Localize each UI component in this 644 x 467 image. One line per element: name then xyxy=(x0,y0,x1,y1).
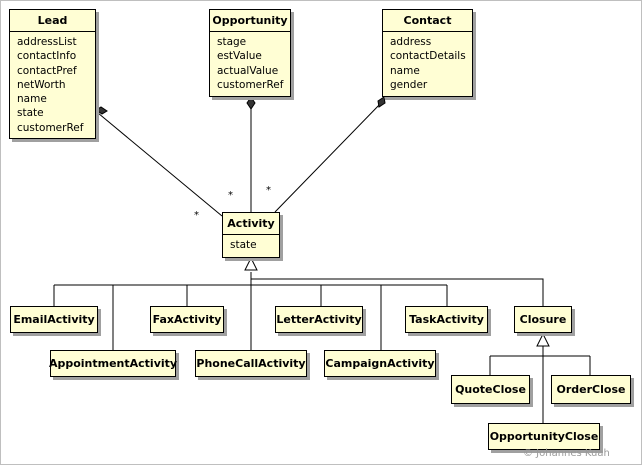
class-quote-close: QuoteClose xyxy=(451,375,530,404)
lead-composition-diamond xyxy=(95,106,108,115)
class-activity-attributes: state xyxy=(223,234,279,254)
class-name: AppointmentActivity xyxy=(48,356,178,370)
attribute: address xyxy=(390,36,432,48)
attribute: gender xyxy=(390,78,428,91)
attribute: estValue xyxy=(217,50,262,63)
class-lead: Lead addressList contactInfo contactPref… xyxy=(9,9,96,139)
copyright-watermark: © Johannes Kuah xyxy=(523,448,610,459)
class-opportunity-close: OpportunityClose xyxy=(488,423,600,450)
class-opportunity-attributes: stage estValue actualValue customerRef xyxy=(210,31,290,94)
attribute: addressList xyxy=(17,36,77,48)
association-contact-activity xyxy=(274,100,384,213)
class-name: FaxActivity xyxy=(152,312,222,326)
attribute: actualValue xyxy=(217,64,279,77)
attribute: name xyxy=(17,93,47,106)
association-lead-activity xyxy=(97,112,223,217)
class-name: EmailActivity xyxy=(13,312,95,326)
attribute: customerRef xyxy=(217,78,284,91)
class-campaign-activity: CampaignActivity xyxy=(324,350,436,377)
attribute: state xyxy=(230,239,257,251)
class-activity-name: Activity xyxy=(227,217,275,230)
multiplicity-lead: * xyxy=(194,210,199,221)
class-name: QuoteClose xyxy=(455,382,526,396)
attribute: netWorth xyxy=(17,78,66,91)
activity-inheritance-arrow xyxy=(244,256,258,271)
class-contact-name: Contact xyxy=(403,14,452,27)
attribute: state xyxy=(17,107,44,120)
class-opportunity: Opportunity stage estValue actualValue c… xyxy=(209,9,291,97)
class-name: PhoneCallActivity xyxy=(196,356,306,370)
class-opportunity-name: Opportunity xyxy=(212,14,288,27)
attribute: contactPref xyxy=(17,64,77,77)
class-email-activity: EmailActivity xyxy=(10,306,98,333)
contact-composition-diamond xyxy=(377,96,386,108)
class-name: TaskActivity xyxy=(409,312,484,326)
class-closure: Closure xyxy=(514,306,572,333)
attribute: contactDetails xyxy=(390,50,466,63)
class-lead-attributes: addressList contactInfo contactPref netW… xyxy=(10,31,95,137)
class-appointment-activity: AppointmentActivity xyxy=(48,350,178,377)
attribute: customerRef xyxy=(17,121,84,134)
class-name: OrderClose xyxy=(556,382,626,396)
class-letter-activity: LetterActivity xyxy=(275,306,363,333)
multiplicity-opportunity: * xyxy=(228,190,233,201)
attribute: name xyxy=(390,64,420,77)
attribute: contactInfo xyxy=(17,50,77,63)
opportunity-composition-diamond xyxy=(246,96,256,110)
class-contact-attributes: address contactDetails name gender xyxy=(383,31,472,94)
class-task-activity: TaskActivity xyxy=(405,306,488,333)
class-lead-name: Lead xyxy=(37,14,68,27)
class-name: Closure xyxy=(519,312,567,326)
class-order-close: OrderClose xyxy=(551,375,631,404)
class-name: LetterActivity xyxy=(276,312,362,326)
gen-closure xyxy=(251,278,544,306)
class-name: CampaignActivity xyxy=(325,356,435,370)
multiplicity-contact: * xyxy=(266,185,271,196)
closure-inheritance-arrow xyxy=(536,332,550,347)
class-fax-activity: FaxActivity xyxy=(150,306,224,333)
attribute: stage xyxy=(217,36,247,48)
class-name: OpportunityClose xyxy=(489,429,599,443)
class-contact: Contact address contactDetails name gend… xyxy=(382,9,473,97)
class-activity: Activity state xyxy=(222,212,280,258)
class-phonecall-activity: PhoneCallActivity xyxy=(195,350,307,377)
